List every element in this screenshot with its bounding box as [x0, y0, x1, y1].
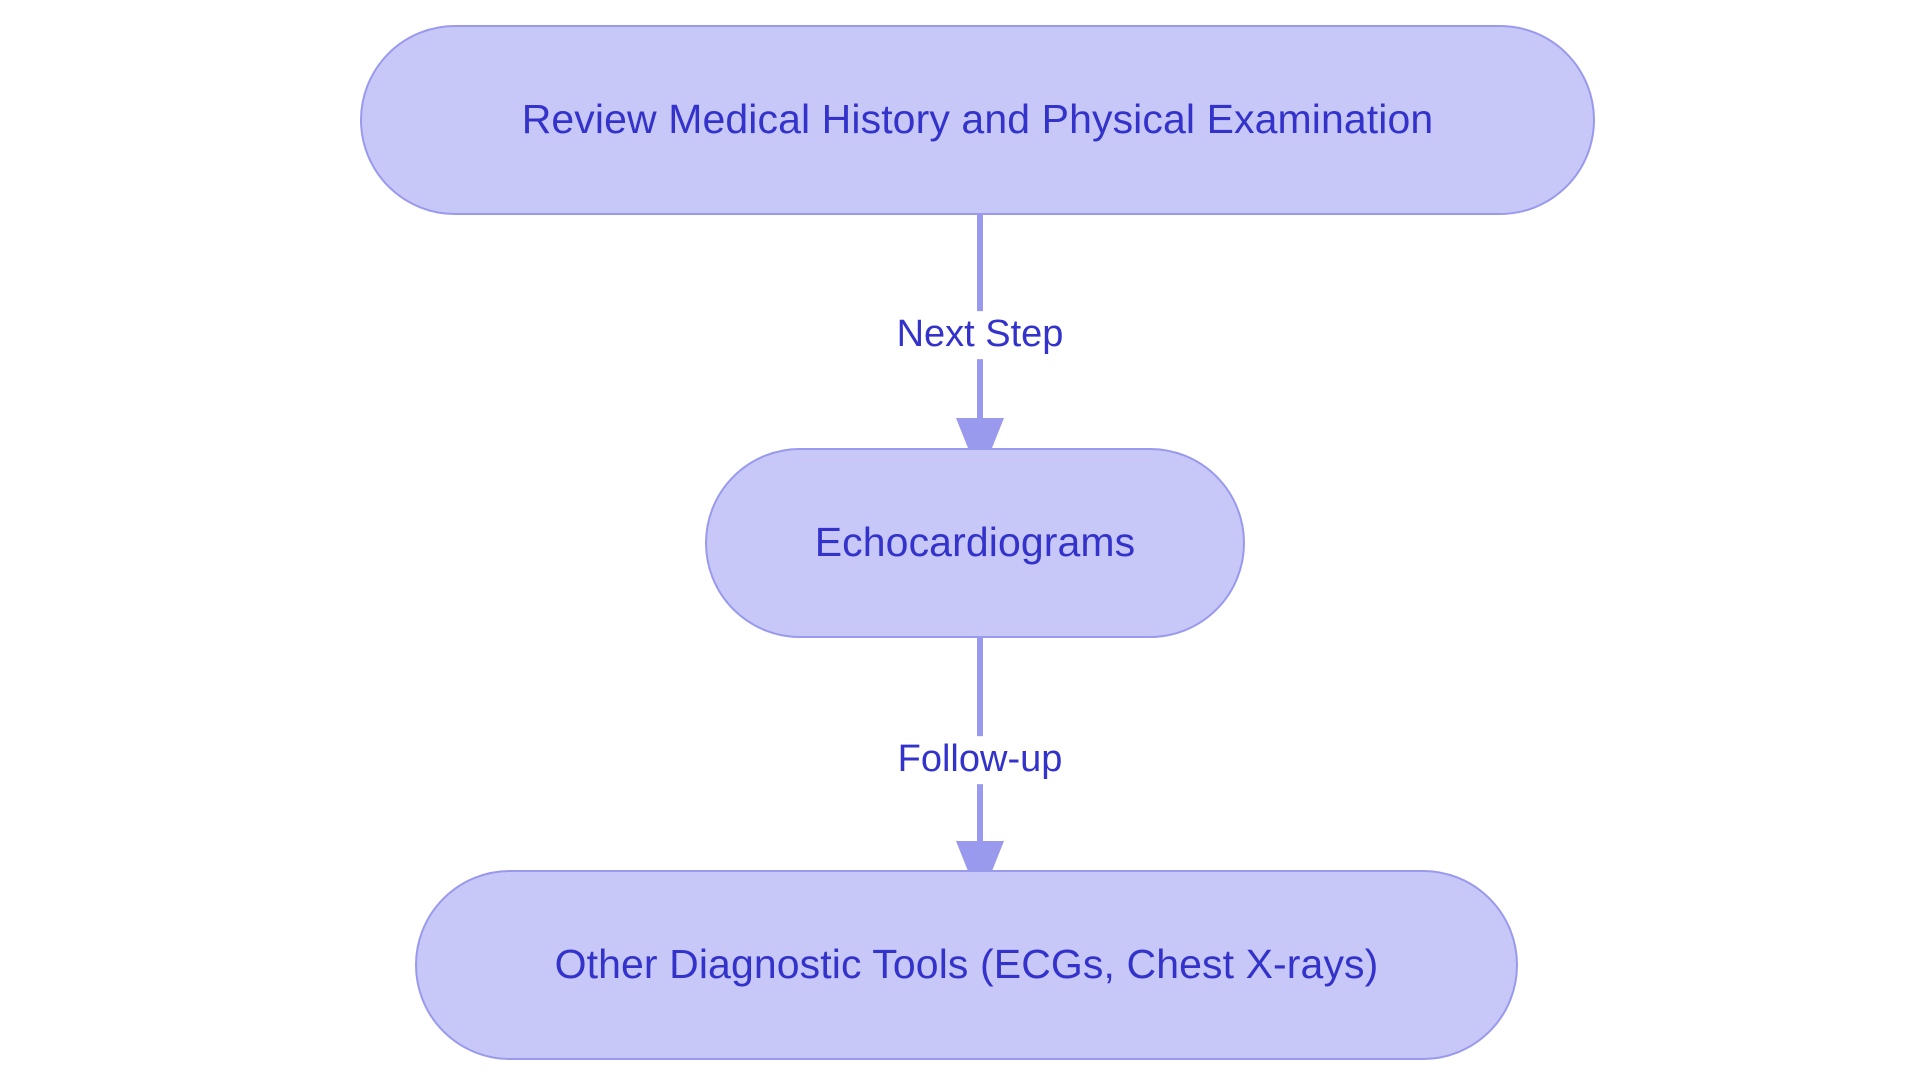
node-label: Other Diagnostic Tools (ECGs, Chest X-ra… [554, 941, 1379, 988]
edge-label-follow-up: Follow-up [889, 736, 1071, 784]
node-echocardiograms[interactable]: Echocardiograms [705, 448, 1245, 638]
edge-label-next-step: Next Step [888, 311, 1072, 359]
node-other-diagnostic-tools[interactable]: Other Diagnostic Tools (ECGs, Chest X-ra… [415, 870, 1518, 1060]
node-label: Review Medical History and Physical Exam… [521, 96, 1434, 143]
node-review-medical-history[interactable]: Review Medical History and Physical Exam… [360, 25, 1595, 215]
node-label: Echocardiograms [814, 519, 1136, 566]
